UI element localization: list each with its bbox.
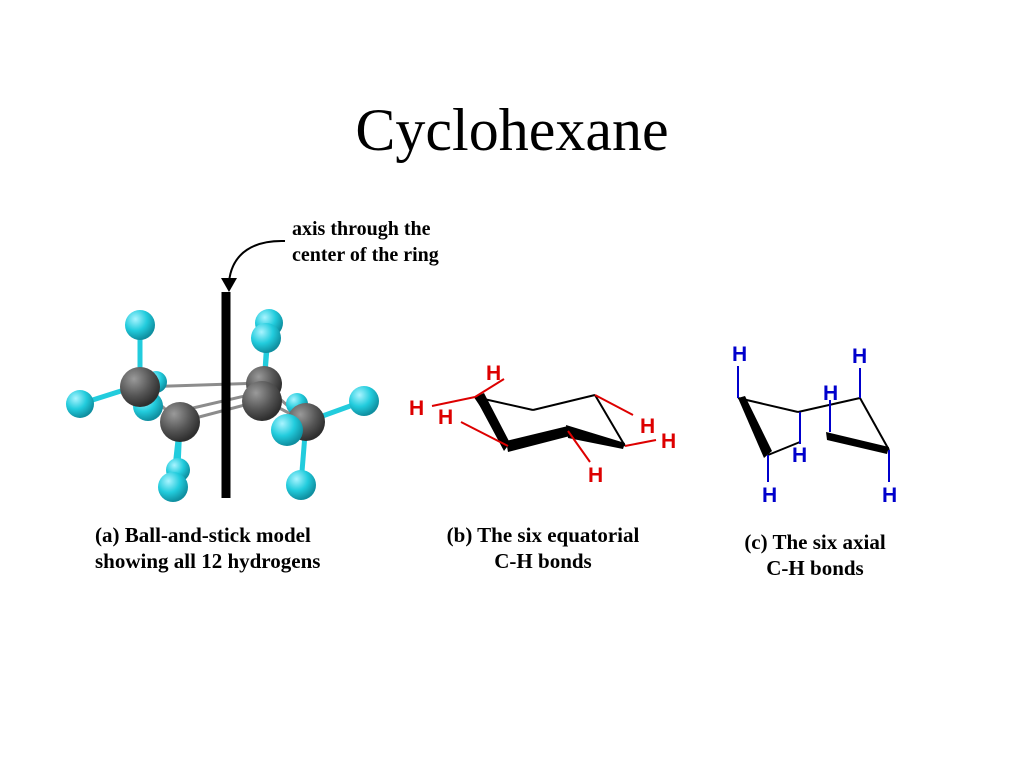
equatorial-h-labels: H H H H H H: [409, 362, 676, 487]
wedge-front: [506, 426, 570, 452]
caption-line: C-H bonds: [494, 549, 592, 573]
caption-line: C-H bonds: [766, 556, 864, 580]
caption-line: showing all 12 hydrogens: [95, 549, 321, 573]
axial-bonds: [737, 366, 890, 482]
callout-arrowhead: [221, 278, 237, 292]
axis-callout-label: axis through the center of the ring: [292, 216, 439, 268]
wedge-left: [738, 396, 772, 458]
equatorial-bonds: [431, 378, 657, 463]
h-label: H: [823, 382, 838, 405]
slide-title: Cyclohexane: [355, 97, 669, 163]
h-label: H: [792, 444, 807, 467]
axial-h-labels: H H H H H H: [732, 343, 897, 507]
callout-line: center of the ring: [292, 244, 439, 266]
caption-line: (b) The six equatorial: [446, 523, 640, 547]
h-label: H: [661, 430, 676, 453]
caption-axial: (c) The six axial C-H bonds: [720, 529, 910, 581]
caption-line: (a) Ball-and-stick model: [95, 523, 311, 547]
callout-arrow: [228, 239, 286, 283]
h-label: H: [732, 343, 747, 366]
h-label: H: [588, 464, 603, 487]
h-label: H: [852, 345, 867, 368]
callout-line: axis through the: [292, 218, 431, 240]
wedge-right: [826, 432, 889, 454]
wedge-left: [475, 393, 510, 451]
h-label: H: [438, 406, 453, 429]
caption-ball-and-stick: (a) Ball-and-stick model showing all 12 …: [95, 522, 320, 574]
h-label: H: [409, 397, 424, 420]
h-label: H: [486, 362, 501, 385]
caption-equatorial: (b) The six equatorial C-H bonds: [420, 522, 666, 574]
h-label: H: [762, 484, 777, 507]
ball-and-stick-model: [66, 239, 379, 502]
hydrogen-atom-front: [271, 414, 303, 446]
equatorial-chair: H H H H H H: [409, 362, 676, 487]
caption-line: (c) The six axial: [744, 530, 886, 554]
h-label: H: [640, 415, 655, 438]
wedge-right: [566, 425, 625, 449]
h-label: H: [882, 484, 897, 507]
axial-chair: H H H H H H: [732, 343, 897, 507]
